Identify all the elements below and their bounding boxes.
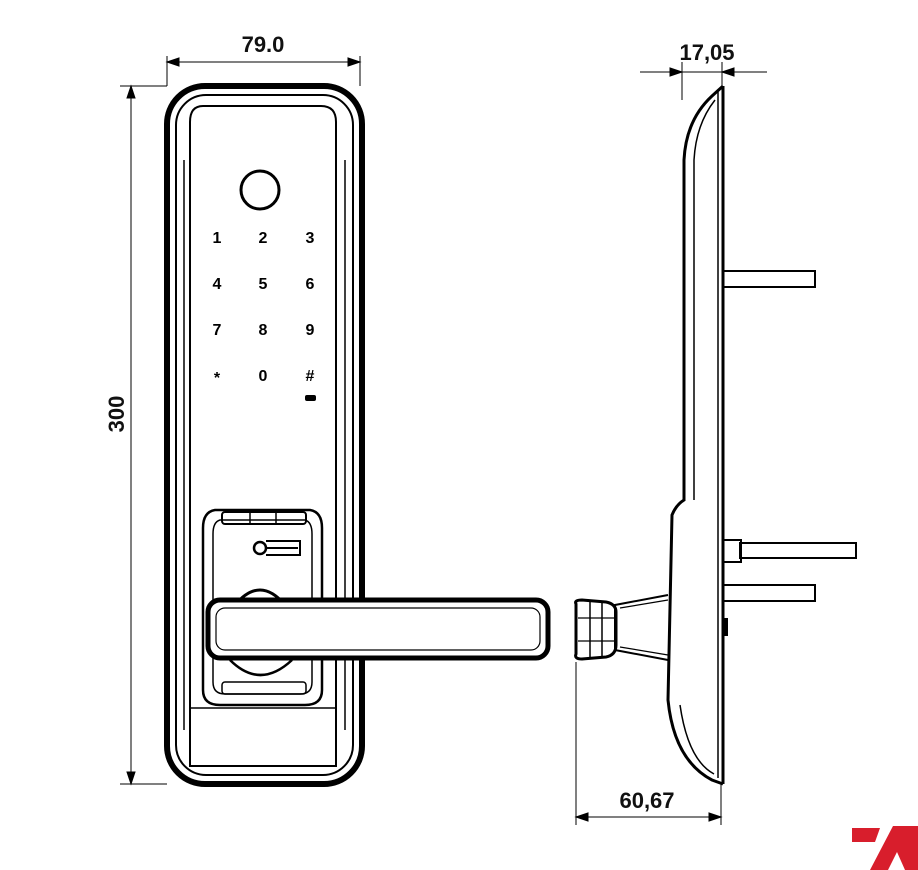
height-label: 300: [104, 396, 129, 433]
keypad-key: 9: [306, 322, 315, 339]
keypad-key: *: [214, 370, 221, 387]
handle-rose: [201, 508, 324, 707]
lock-indicator-icon: [305, 395, 316, 401]
depth-top-label: 17,05: [679, 40, 734, 65]
keypad-key: 5: [259, 276, 268, 293]
keypad-key: 1: [213, 230, 222, 247]
side-profile: [666, 84, 725, 786]
keypad-key: 6: [306, 276, 315, 293]
dimension-depth-bottom: [574, 662, 723, 825]
keypad-key: 7: [213, 322, 222, 339]
front-view: [164, 83, 551, 787]
front-outer-body: [164, 83, 365, 787]
mount-bolt-bottom: [722, 584, 816, 602]
fingerprint-sensor: [239, 169, 281, 211]
keypad-key: 4: [213, 276, 222, 293]
keypad-key: 0: [259, 368, 268, 385]
side-view: [574, 84, 857, 786]
depth-bottom-label: 60,67: [619, 788, 674, 813]
width-label: 79.0: [242, 32, 285, 57]
keypad-key: 3: [306, 230, 315, 247]
lever-handle: [205, 597, 551, 661]
mount-bolt-middle: [739, 542, 857, 559]
keypad: 1 2 3 4 5 6 7 8 9 * 0 #: [213, 230, 316, 401]
dimension-height: [120, 84, 167, 786]
keypad-key: #: [306, 368, 315, 385]
front-inner-outline: [175, 94, 354, 776]
keypad-key: 2: [259, 230, 268, 247]
dimension-width: [165, 56, 362, 86]
keypad-key: 8: [259, 322, 268, 339]
brand-logo: [852, 826, 918, 870]
mount-bolt-top: [722, 270, 816, 288]
side-handle-knob: [574, 598, 618, 661]
dimension-depth-top: [640, 62, 767, 100]
front-faceplate: [189, 105, 337, 767]
